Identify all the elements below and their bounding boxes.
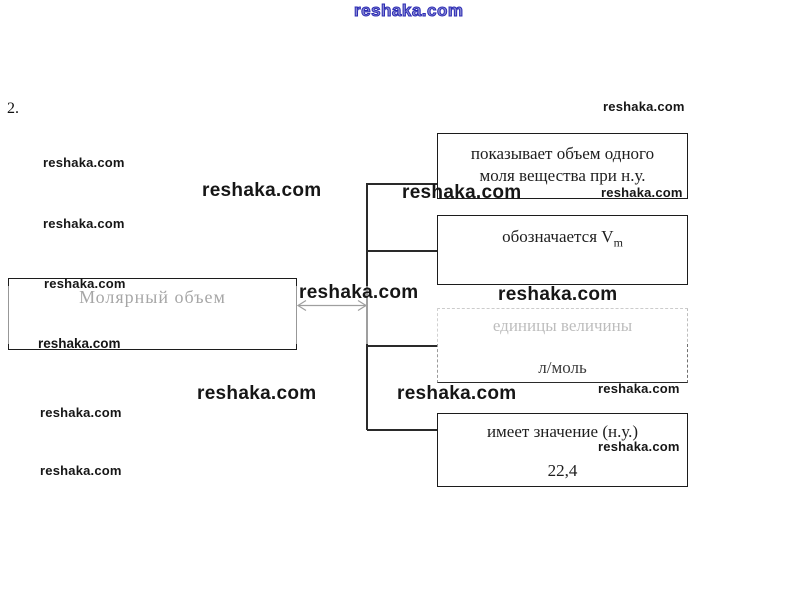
watermark: reshaka.com [197,383,317,404]
subscript-m: m [613,235,623,250]
watermark: reshaka.com [402,182,522,203]
connector-branch-2 [367,250,437,252]
diagram-box-units: единицы величины л/моль [437,308,688,383]
box1-line1: показывает объем одного [470,144,655,163]
connector-branch-3 [367,345,437,347]
page-number: 2. [7,100,19,117]
box3-line2: л/моль [538,358,587,377]
box4-line1: имеет значение (н.у.) [486,422,639,441]
box1-line2: моля вещества при н.у. [479,166,646,185]
box4-line2: 22,4 [547,461,578,480]
watermark: reshaka.com [601,185,683,200]
watermark: reshaka.com [397,383,517,404]
watermark: reshaka.com [202,180,322,201]
watermark: reshaka.com [40,405,122,420]
diagram-box-notation: обозначается Vm [437,215,688,285]
watermark: reshaka.com [43,216,125,231]
watermark: reshaka.com [43,155,125,170]
watermark: reshaka.com [598,381,680,396]
box2-line: обозначается Vm [502,227,623,250]
watermark: reshaka.com [498,284,618,305]
watermark-blue: reshaka.com [353,1,464,21]
watermark: reshaka.com [299,282,419,303]
connector-branch-4 [367,429,437,431]
diagram-box-value: имеет значение (н.у.) 22,4 [437,413,688,487]
connector-branch-1 [367,183,437,185]
watermark: reshaka.com [40,463,122,478]
watermark: reshaka.com [38,336,121,351]
watermark: reshaka.com [603,99,685,114]
box3-line1: единицы величины [492,316,633,335]
watermark: reshaka.com [598,439,680,454]
diagram-box-definition: показывает объем одного моля вещества пр… [437,133,688,199]
watermark: reshaka.com [44,276,126,291]
